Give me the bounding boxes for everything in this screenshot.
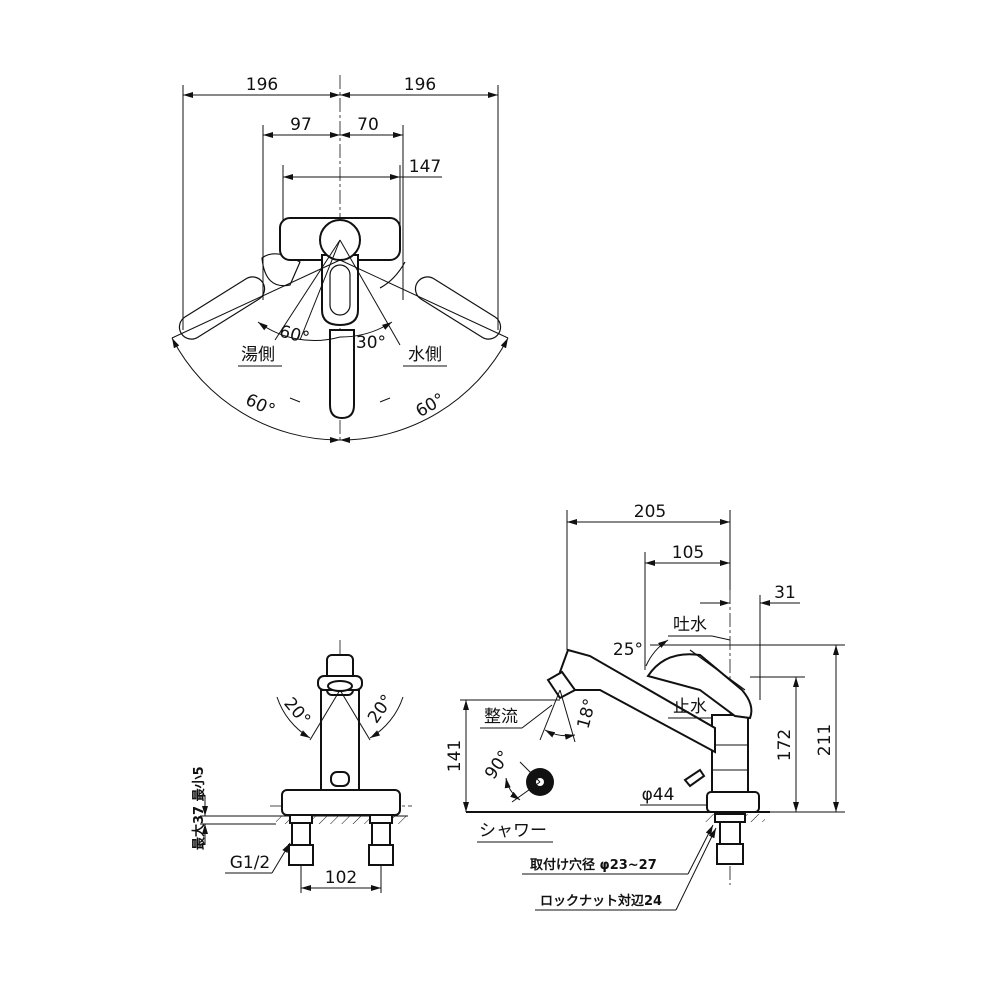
dim-31: 31: [774, 583, 796, 603]
thread-size: G1/2: [230, 853, 271, 873]
side-view: 205 105 31 211 172 141 吐水 止水 25° 整流 18° …: [445, 502, 845, 911]
side-lever: [646, 653, 753, 720]
arc-spout-right: [339, 337, 509, 444]
angle-lever: 25°: [613, 640, 643, 660]
spray-head: [546, 670, 577, 700]
base-diameter: φ44: [642, 785, 675, 805]
dim-70: 70: [357, 115, 379, 135]
dim-172: 172: [775, 729, 795, 761]
dim-196-right: 196: [404, 75, 436, 95]
rotated-lever-cold: [379, 261, 502, 340]
label-cold-side: 水側: [408, 345, 442, 365]
dim-102: 102: [325, 868, 357, 888]
side-pipe: [719, 821, 741, 845]
locknut-size: ロックナット対辺24: [540, 893, 662, 909]
angle-switch: 90°: [481, 747, 515, 783]
dim-147: 147: [409, 157, 441, 177]
side-body: [711, 714, 749, 794]
front-base: [281, 789, 401, 816]
switch-knob: [683, 768, 706, 788]
side-base: [706, 791, 760, 813]
mount-hole-size: 取付け穴径 φ23~27: [530, 857, 657, 873]
label-shower: シャワー: [479, 821, 547, 841]
top-view: 196 196 97 70 147 60° 30° 湯側 水側 60° 60°: [171, 75, 509, 444]
front-view: 20° 20° 102 G1/2 最大37 最小5: [191, 640, 412, 893]
angle-head: 18°: [574, 697, 601, 731]
label-aerated: 整流: [484, 707, 518, 727]
supply-pipe-right: [368, 814, 394, 866]
supply-pipe-left: [288, 814, 314, 866]
label-spout: 吐水: [673, 615, 707, 635]
dim-97: 97: [290, 115, 312, 135]
dim-141: 141: [445, 740, 465, 772]
lever-top: [321, 254, 359, 327]
counter-thickness: 最大37 最小5: [191, 766, 207, 850]
angle-spout-right: 60°: [412, 389, 448, 421]
front-angle-left: 20°: [279, 694, 314, 730]
dim-105: 105: [672, 543, 704, 563]
dim-196-left: 196: [246, 75, 278, 95]
switch-detail: 90°: [481, 747, 554, 803]
arc-spout-left: [171, 337, 341, 444]
label-hot-side: 湯側: [241, 345, 275, 365]
angle-cold-lever: 30°: [356, 333, 386, 353]
label-stop: 止水: [673, 697, 707, 717]
dim-205: 205: [634, 502, 666, 522]
dim-211: 211: [815, 724, 835, 756]
front-angle-right: 20°: [364, 691, 398, 727]
spout-top: [329, 329, 355, 420]
angle-hot-lever: 60°: [277, 322, 311, 349]
